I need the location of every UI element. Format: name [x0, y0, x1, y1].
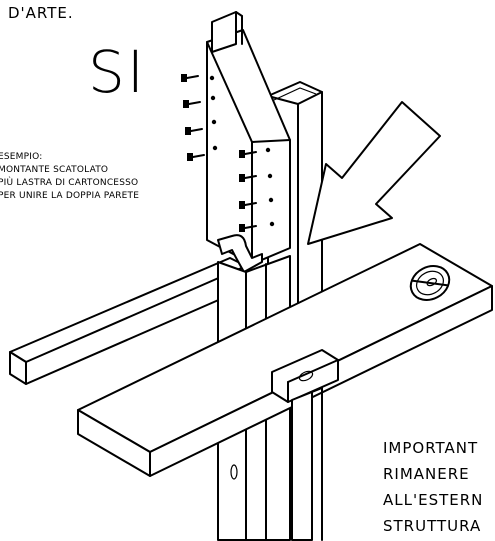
example-note-line3: PIÙ LASTRA DI CARTONCESSO [0, 176, 138, 188]
front-stud-upper [211, 11, 243, 53]
example-note-line4: PER UNIRE LA DOPPIA PARETE [0, 191, 139, 201]
important-note-line1: IMPORTANT [383, 439, 478, 457]
header-fragment: D'ARTE. [8, 4, 74, 22]
screw-icon [181, 74, 257, 232]
level-clamp [271, 349, 339, 403]
example-note-line1: ESEMPIO: [0, 152, 43, 162]
important-note-line4: STRUTTURA [383, 517, 481, 535]
important-note: IMPORTANT RIMANERE ALL'ESTERN STRUTTURA [383, 439, 483, 535]
verdict-label: SI [88, 38, 146, 106]
clip-bracket [217, 234, 263, 273]
example-note-line2: MONTANTE SCATOLATO [0, 165, 108, 175]
important-note-line3: ALL'ESTERN [383, 491, 483, 509]
example-note: ESEMPIO: MONTANTE SCATOLATO PIÙ LASTRA D… [0, 152, 139, 201]
horizontal-channel [9, 257, 247, 385]
important-note-line2: RIMANERE [383, 465, 470, 483]
lower-stud-front [230, 387, 323, 541]
plate-holes [209, 75, 275, 227]
large-outline-arrow-icon [307, 101, 441, 245]
gypsum-plate [206, 29, 291, 265]
